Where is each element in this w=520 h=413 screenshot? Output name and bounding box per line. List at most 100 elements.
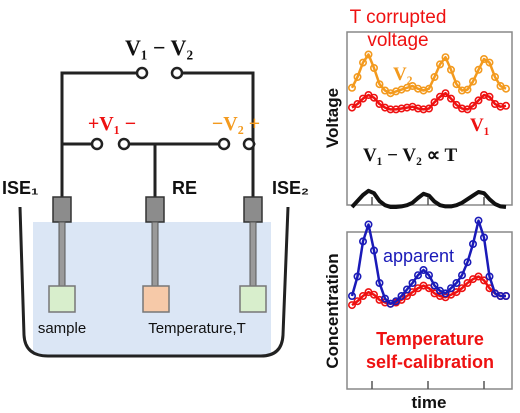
wires	[60, 71, 256, 199]
ise1-cap	[52, 196, 72, 223]
sample-label: sample	[38, 320, 86, 337]
calibrated-series-point	[347, 301, 356, 310]
voltage-title-line2: voltage	[367, 30, 428, 51]
voltage-plot-marks	[347, 50, 510, 209]
v1-series-point	[468, 101, 477, 110]
v2-series-point	[430, 73, 439, 82]
v1-polarity-label: +V₁ −	[88, 113, 136, 135]
apparent-series-point	[496, 291, 505, 300]
time-xlabel: time	[412, 393, 447, 412]
v2-series-point	[435, 60, 444, 69]
v2-series-point	[358, 58, 367, 67]
re-cap	[145, 196, 165, 223]
apparent-series-point	[402, 285, 411, 294]
apparent-series-point	[413, 271, 422, 280]
calibrated-series-point	[452, 288, 461, 297]
terminal-top-left	[135, 66, 149, 80]
v1-series-point	[452, 100, 461, 109]
apparent-series-point	[408, 278, 417, 287]
beaker	[18, 206, 290, 358]
apparent-label: apparent	[383, 246, 454, 266]
apparent-series-point	[364, 220, 373, 229]
apparent-series-point	[474, 216, 483, 225]
apparent-series-point	[358, 237, 367, 246]
v2-series-point	[369, 64, 378, 73]
concentration-plot-ticks	[371, 381, 485, 389]
v2-series-point	[353, 73, 362, 82]
circuit-diagram: V₁ − V₂ +V₁ − −V₂ + ISE₁ RE ISE₂ sample …	[2, 35, 309, 358]
calibrated-series-point	[457, 284, 466, 293]
ise2-shaft	[249, 221, 257, 287]
calibrated-series-point	[353, 297, 362, 306]
v1-series-point	[485, 92, 494, 101]
apparent-series-point	[479, 233, 488, 242]
diff-series-label: V₁ − V₂ ∝ T	[363, 145, 458, 166]
v1-series-point	[386, 105, 395, 114]
voltage-plot: Voltage T corrupted voltage V₂ V₁ V₁ − V…	[323, 7, 513, 209]
terminals	[90, 66, 256, 151]
terminal-top-right	[170, 66, 184, 80]
calibration-label-line2: self-calibration	[366, 352, 494, 372]
terminal-v2-plus	[242, 137, 256, 151]
v2-series-point	[347, 83, 356, 92]
calibrated-series-point	[479, 276, 488, 285]
v2-series-point	[375, 80, 384, 89]
apparent-series-point	[446, 284, 455, 293]
apparent-series-point	[468, 240, 477, 249]
apparent-series-point	[419, 265, 428, 274]
v1-series-point	[430, 98, 439, 107]
v2-series-point	[485, 58, 494, 67]
apparent-series-point	[441, 289, 450, 298]
ise1-shaft	[58, 221, 66, 287]
v2-series-point	[479, 54, 488, 63]
voltage-plot-frame	[346, 31, 513, 206]
v2-series-point	[441, 53, 450, 62]
v2-series-point	[364, 50, 373, 59]
apparent-series-point	[397, 291, 406, 300]
v1-series-point	[424, 104, 433, 113]
apparent-series-point	[485, 272, 494, 281]
ise2-label: ISE₂	[272, 178, 309, 198]
diff-series-line	[350, 188, 507, 209]
apparent-series-point	[463, 258, 472, 267]
v1-minus-v2-label: V₁ − V₂	[125, 35, 194, 60]
concentration-plot-marks	[347, 216, 510, 310]
concentration-plot-frame	[346, 231, 513, 390]
v1-series-label: V₁	[470, 115, 489, 136]
calibrated-series-point	[463, 278, 472, 287]
concentration-ylabel: Concentration	[323, 253, 342, 368]
v1-series-point	[441, 89, 450, 98]
apparent-series-point	[375, 278, 384, 287]
calibration-label-line1: Temperature	[376, 329, 484, 349]
apparent-series-point	[430, 281, 439, 290]
v2-series-line	[350, 53, 507, 95]
v2-series-label: V₂	[393, 64, 413, 85]
v2-series-point	[468, 77, 477, 86]
terminal-v2-minus	[217, 137, 231, 151]
v1-series-point	[463, 105, 472, 114]
re-shaft	[151, 221, 159, 287]
v2-series-point	[501, 84, 510, 93]
sample-sensor	[48, 285, 76, 313]
v1-series-point	[353, 100, 362, 109]
calibrated-series-line	[351, 275, 506, 307]
temperature-sensor	[142, 285, 170, 313]
ise1-label: ISE₁	[2, 178, 38, 198]
terminal-v1-minus	[117, 137, 131, 151]
terminal-v1-plus	[90, 137, 104, 151]
v2-series-point	[474, 65, 483, 74]
v1-series-point	[347, 103, 356, 112]
calibrated-series-point	[474, 272, 483, 281]
voltage-title-line1: T corrupted	[350, 7, 447, 28]
calibrated-series-point	[369, 290, 378, 299]
v1-series-point	[435, 92, 444, 101]
v2-series-point	[424, 84, 433, 93]
v1-series-point	[501, 101, 510, 110]
ise2-sensor	[239, 285, 267, 313]
apparent-series-point	[380, 294, 389, 303]
v1-series-point	[375, 100, 384, 109]
apparent-series-point	[369, 246, 378, 255]
ise2-cap	[243, 196, 263, 223]
v1-series-point	[474, 96, 483, 105]
